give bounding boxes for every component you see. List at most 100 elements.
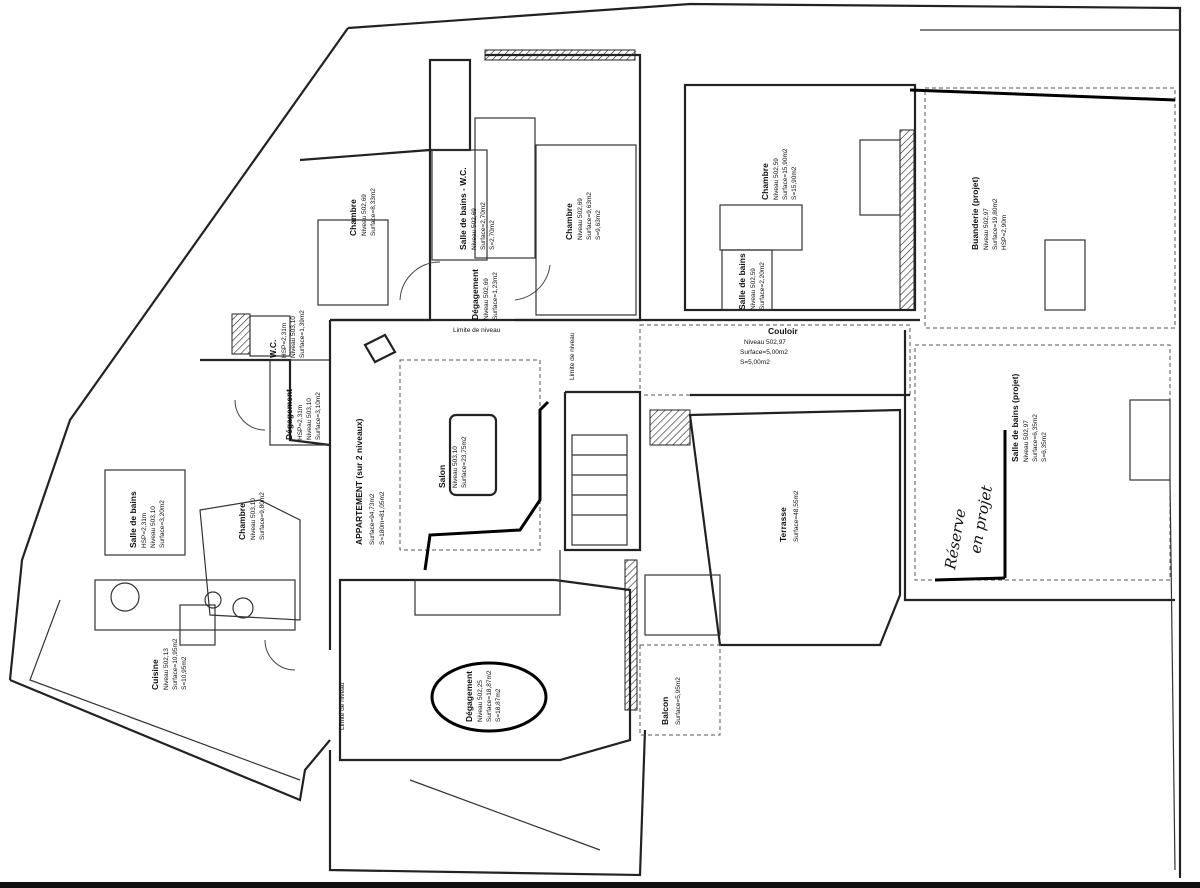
salon-area	[363, 333, 691, 571]
svg-text:Dégagement: Dégagement	[470, 269, 480, 320]
svg-text:Surface=94,73m2: Surface=94,73m2	[369, 493, 376, 545]
svg-text:Dégagement: Dégagement	[284, 389, 294, 440]
svg-text:Niveau 502,97: Niveau 502,97	[1023, 420, 1030, 462]
svg-text:Cuisine: Cuisine	[150, 659, 160, 690]
svg-text:Niveau 503,10: Niveau 503,10	[150, 506, 157, 548]
svg-text:Niveau 502,69: Niveau 502,69	[483, 278, 490, 320]
svg-text:S=5,00m2: S=5,00m2	[740, 359, 770, 366]
svg-text:HSP=2,31m: HSP=2,31m	[297, 405, 304, 440]
room-label-salon: Salon Niveau 503,10 Surface=23,75m2	[437, 436, 468, 488]
svg-text:Surface=1,23m2: Surface=1,23m2	[492, 272, 499, 320]
svg-text:Niveau 502,69: Niveau 502,69	[471, 208, 478, 250]
svg-text:Buanderie (projet): Buanderie (projet)	[970, 177, 980, 250]
svg-text:Terrasse: Terrasse	[778, 507, 788, 542]
svg-text:Chambre: Chambre	[237, 503, 247, 540]
svg-text:Salle de bains: Salle de bains	[737, 253, 747, 310]
svg-text:Salle de bains - W.C.: Salle de bains - W.C.	[458, 167, 468, 250]
svg-text:Chambre: Chambre	[760, 163, 770, 200]
svg-text:en projet: en projet	[966, 483, 996, 555]
east-reserve	[903, 330, 1176, 871]
svg-text:Chambre: Chambre	[564, 203, 574, 240]
room-label-cuisine: Cuisine Niveau 502,13 Surface=10,95m2 S=…	[150, 638, 188, 690]
svg-text:S=10,95m2: S=10,95m2	[181, 656, 188, 690]
svg-text:Surface=48,55m2: Surface=48,55m2	[793, 490, 800, 542]
room-label-degagement-s: Dégagement Niveau 502,25 Surface=18,87m2…	[464, 670, 502, 722]
svg-text:Niveau 502,69: Niveau 502,69	[577, 198, 584, 240]
room-label-buanderie: Buanderie (projet) Niveau 502,97 Surface…	[970, 177, 1008, 250]
north-wing	[299, 49, 920, 322]
svg-text:Surface=10,95m2: Surface=10,95m2	[172, 638, 179, 690]
svg-text:S=6,35m2: S=6,35m2	[1041, 432, 1048, 462]
svg-text:Surface=2,20m2: Surface=2,20m2	[759, 262, 766, 310]
room-label-chambre-w: Chambre Niveau 503,10 Surface=9,80m2	[237, 492, 266, 540]
svg-text:Couloir: Couloir	[768, 326, 798, 336]
svg-text:Chambre: Chambre	[348, 199, 358, 236]
level-limit-north: Limite de niveau	[453, 327, 501, 334]
svg-text:Salle de bains: Salle de bains	[128, 491, 138, 548]
svg-text:S=2,70m2: S=2,70m2	[489, 220, 496, 250]
room-label-chambre-nw: Chambre Niveau 502,69 Surface=8,33m2	[348, 188, 377, 236]
svg-text:Balcon: Balcon	[660, 697, 670, 725]
svg-text:Surface=18,87m2: Surface=18,87m2	[486, 670, 493, 722]
corridor	[639, 324, 911, 397]
svg-text:Réserve: Réserve	[941, 507, 970, 572]
room-label-wc: W.C. HSP=2,31m Niveau 503,10 Surface=1,3…	[268, 310, 306, 358]
svg-text:Surface=15,90m2: Surface=15,90m2	[782, 148, 789, 200]
north-east-wing	[683, 83, 1176, 329]
west-wing	[29, 313, 332, 781]
svg-text:Surface=19,80m2: Surface=19,80m2	[992, 198, 999, 250]
svg-text:Niveau 502,69: Niveau 502,69	[361, 194, 368, 236]
svg-text:Surface=3,20m2: Surface=3,20m2	[159, 500, 166, 548]
svg-text:S=15,90m2: S=15,90m2	[791, 166, 798, 200]
room-label-degagement-w: Dégagement HSP=2,31m Niveau 503,10 Surfa…	[284, 389, 322, 440]
svg-text:S=18,87m2: S=18,87m2	[495, 688, 502, 722]
building-outline	[8, 2, 1182, 878]
room-label-couloir: Couloir Niveau 502,97 Surface=5,00m2 S=5…	[740, 326, 798, 366]
room-label-sdb-wc: Salle de bains - W.C. Niveau 502,69 Surf…	[458, 167, 496, 250]
svg-text:S=9,63m2: S=9,63m2	[595, 210, 602, 240]
room-label-degagement-n: Dégagement Niveau 502,69 Surface=1,23m2	[470, 269, 499, 320]
south-wing	[338, 559, 721, 851]
svg-text:HSP=2,90m: HSP=2,90m	[1001, 215, 1008, 250]
svg-text:Surface=9,63m2: Surface=9,63m2	[586, 192, 593, 240]
svg-text:HSP=2,31m: HSP=2,31m	[141, 513, 148, 548]
svg-text:Surface=2,70m2: Surface=2,70m2	[480, 202, 487, 250]
level-limit-south: Limite de niveau	[339, 682, 346, 730]
svg-text:Salle de bains (projet): Salle de bains (projet)	[1010, 374, 1020, 462]
room-label-appartement: APPARTEMENT (sur 2 niveaux) Surface=94,7…	[354, 418, 386, 545]
svg-text:Niveau 503,10: Niveau 503,10	[250, 498, 257, 540]
svg-text:Surface=8,33m2: Surface=8,33m2	[370, 188, 377, 236]
svg-text:Niveau 503,10: Niveau 503,10	[290, 316, 297, 358]
level-limit-centre: Limite de niveau	[569, 332, 576, 380]
svg-text:Niveau 502,59: Niveau 502,59	[750, 268, 757, 310]
svg-text:Niveau 502,13: Niveau 502,13	[163, 648, 170, 690]
svg-text:Surface=6,35m2: Surface=6,35m2	[1032, 414, 1039, 462]
svg-text:S=180m=81,05m2: S=180m=81,05m2	[379, 491, 386, 545]
terrasse-area	[559, 408, 902, 647]
svg-text:Niveau 503,10: Niveau 503,10	[306, 398, 313, 440]
svg-text:Niveau 502,97: Niveau 502,97	[744, 339, 786, 346]
svg-text:Niveau 502,25: Niveau 502,25	[477, 680, 484, 722]
svg-text:Surface=23,75m2: Surface=23,75m2	[461, 436, 468, 488]
svg-text:Salon: Salon	[437, 465, 447, 488]
svg-text:Surface=9,80m2: Surface=9,80m2	[259, 492, 266, 540]
svg-text:HSP=2,31m: HSP=2,31m	[281, 323, 288, 358]
svg-text:Niveau 502,97: Niveau 502,97	[983, 208, 990, 250]
room-label-sdb-project: Salle de bains (projet) Niveau 502,97 Su…	[1010, 374, 1048, 462]
svg-text:Dégagement: Dégagement	[464, 671, 474, 722]
room-label-sdb-w: Salle de bains HSP=2,31m Niveau 503,10 S…	[128, 491, 166, 548]
room-label-chambre-n: Chambre Niveau 502,69 Surface=9,63m2 S=9…	[564, 192, 602, 240]
room-label-chambre-ne: Chambre Niveau 502,59 Surface=15,90m2 S=…	[760, 148, 798, 200]
svg-text:W.C.: W.C.	[268, 340, 278, 358]
handwritten-note: Réserve en projet	[941, 483, 996, 572]
svg-text:Niveau 502,59: Niveau 502,59	[773, 158, 780, 200]
svg-text:Surface=3,10m2: Surface=3,10m2	[315, 392, 322, 440]
svg-text:APPARTEMENT (sur 2 niveaux): APPARTEMENT (sur 2 niveaux)	[354, 418, 364, 545]
room-label-balcon: Balcon Surface=5,95m2	[660, 677, 682, 725]
svg-text:Niveau 503,10: Niveau 503,10	[452, 446, 459, 488]
svg-text:Surface=5,95m2: Surface=5,95m2	[675, 677, 682, 725]
scan-bottom-edge	[0, 882, 1200, 888]
svg-text:Surface=5,00m2: Surface=5,00m2	[740, 349, 788, 356]
room-label-terrasse: Terrasse Surface=48,55m2	[778, 490, 800, 542]
